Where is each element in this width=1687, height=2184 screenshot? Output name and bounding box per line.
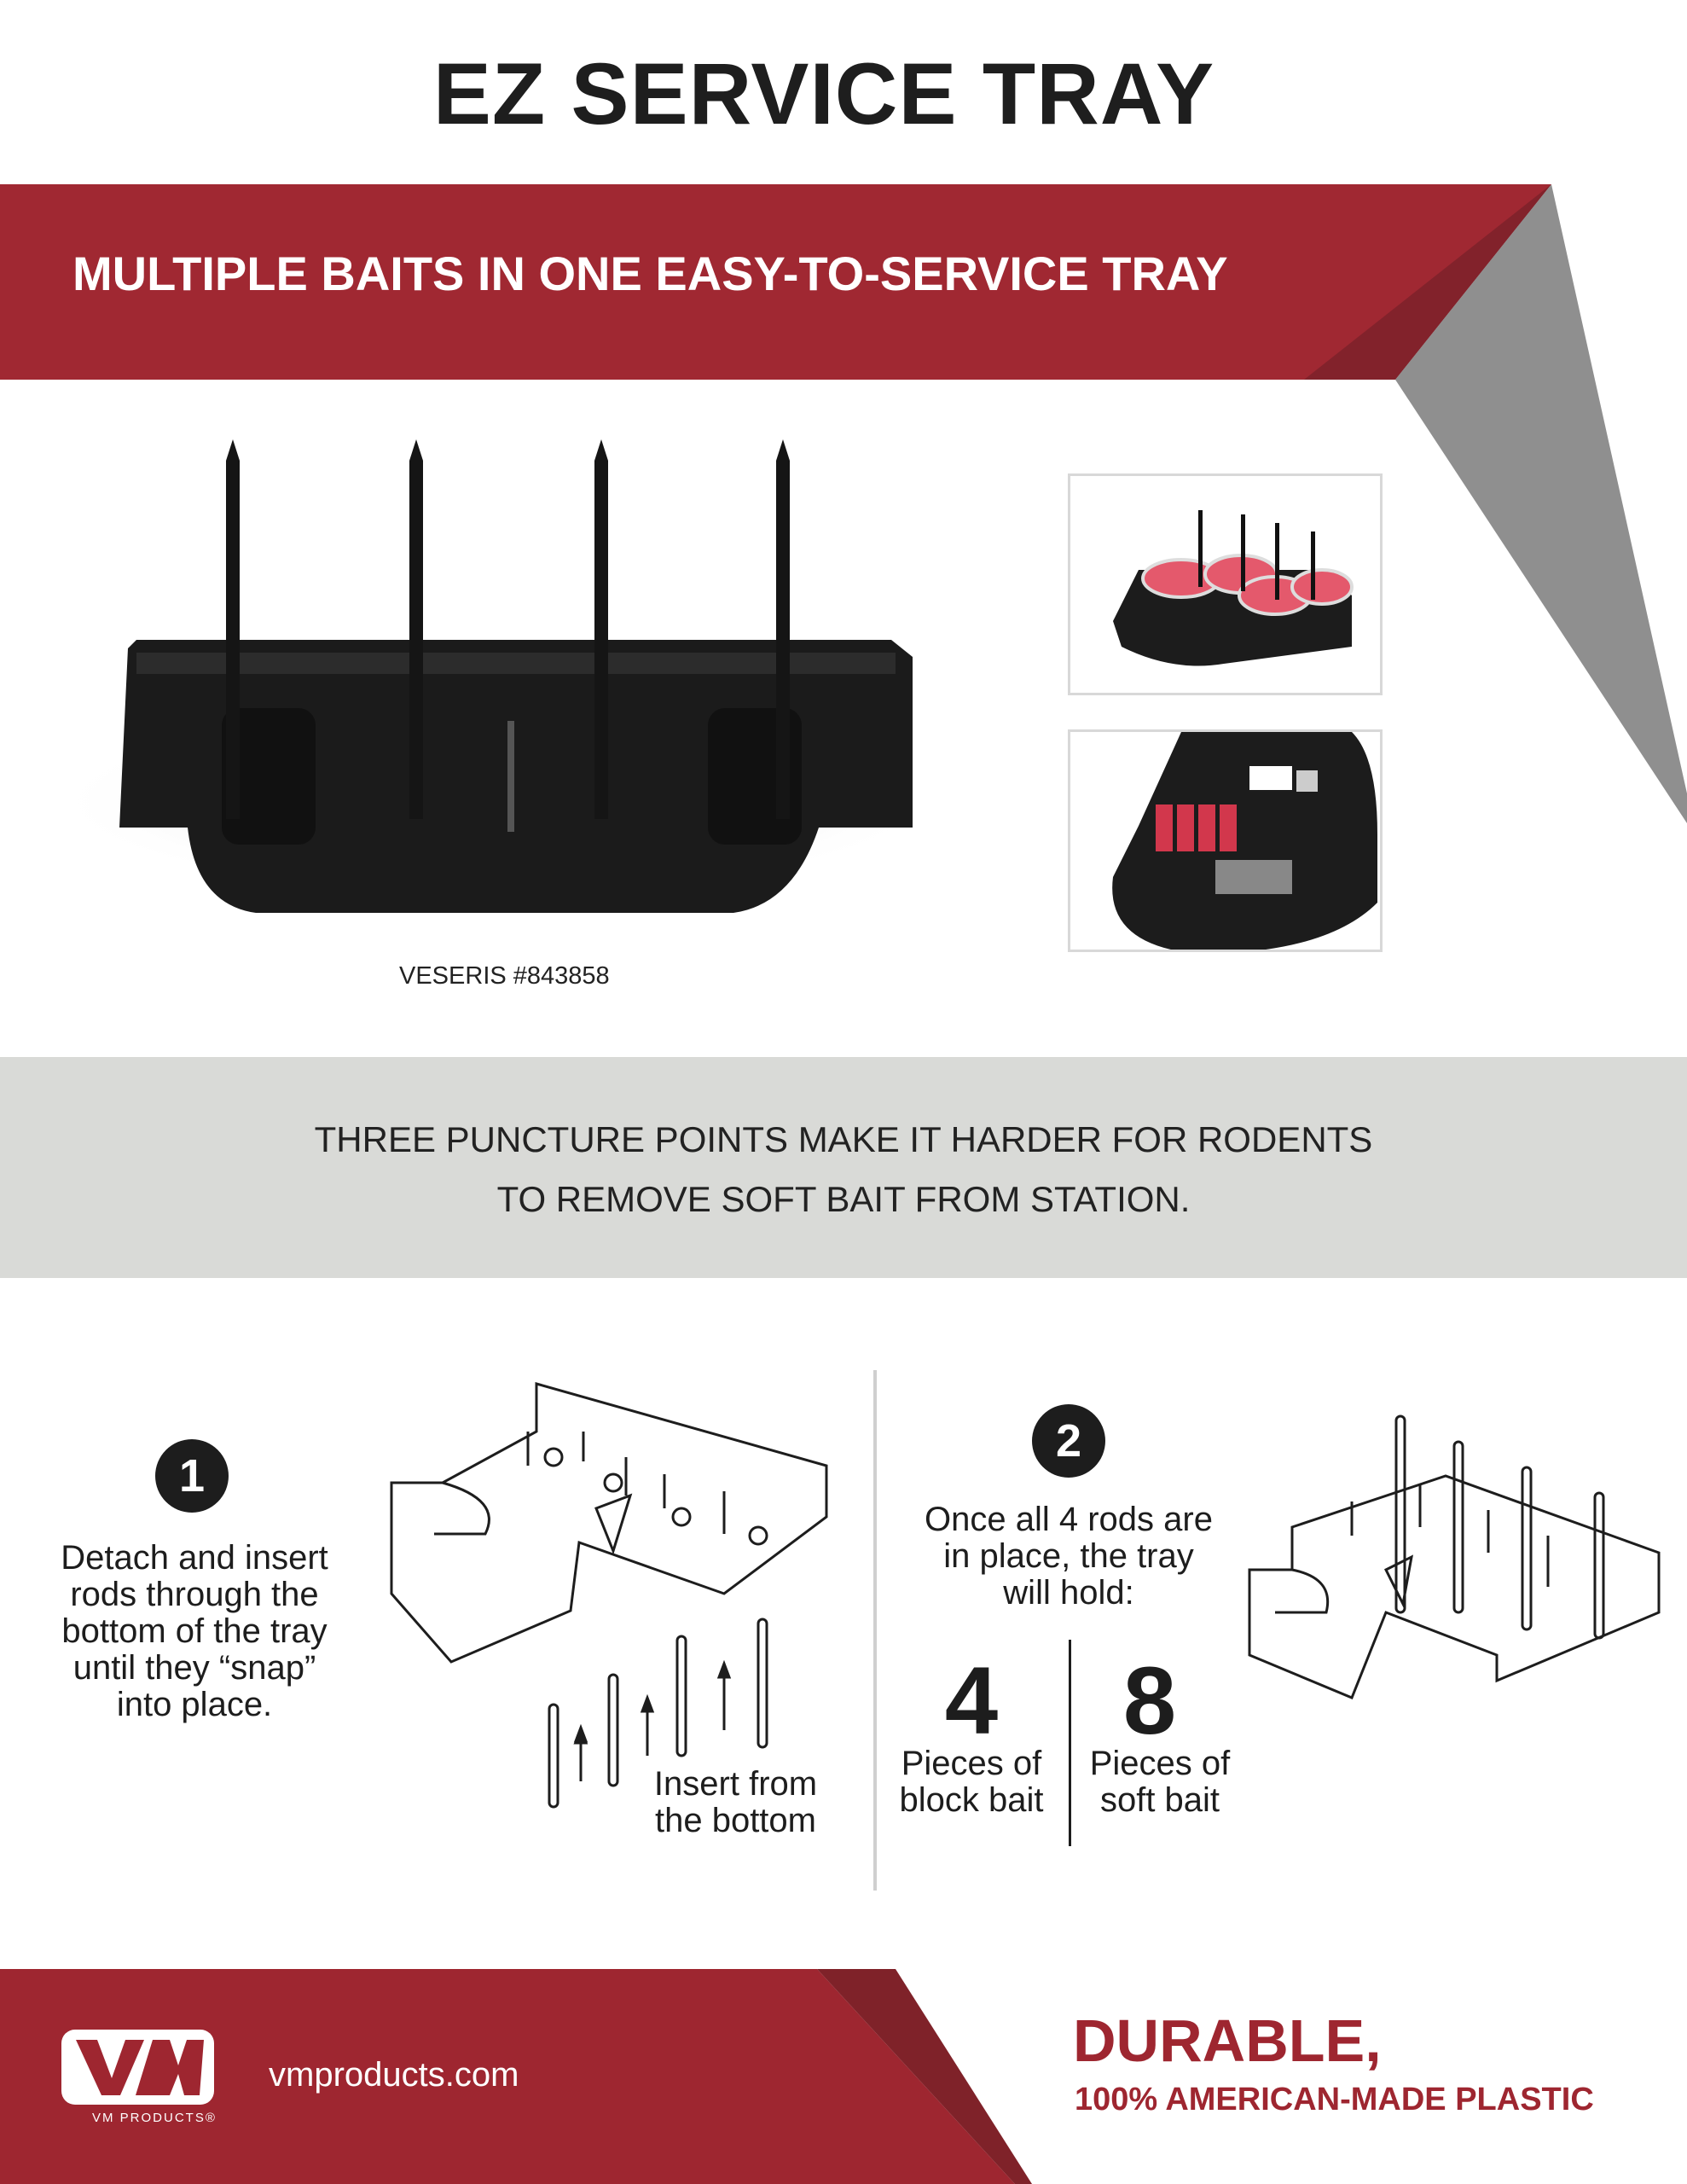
banner-heading: MULTIPLE BAITS IN ONE EASY-TO-SERVICE TR… xyxy=(72,247,1228,300)
page-title: EZ SERVICE TRAY xyxy=(432,45,1215,142)
label-line: soft bait xyxy=(1099,1781,1220,1819)
feature-text-line1: THREE PUNCTURE POINTS MAKE IT HARDER FOR… xyxy=(314,1119,1373,1159)
durable-headline: DURABLE, xyxy=(1073,2007,1382,2074)
step-1-line: until they “snap” xyxy=(72,1649,316,1687)
step-2-line: in place, the tray xyxy=(943,1537,1194,1575)
block-bait-label: Pieces of block bait xyxy=(886,1745,1057,1819)
feature-text-line2: TO REMOVE SOFT BAIT FROM STATION. xyxy=(496,1179,1191,1219)
tray-with-soft-bait-photo xyxy=(1068,473,1383,695)
soft-bait-count: 8 xyxy=(1122,1647,1177,1754)
label-line: Pieces of xyxy=(1089,1745,1231,1782)
block-bait-count: 4 xyxy=(944,1647,999,1754)
label-line: block bait xyxy=(899,1781,1044,1819)
footer-red-panel xyxy=(0,1969,1015,2184)
banner-dark-accent xyxy=(1304,184,1551,380)
label-line: Pieces of xyxy=(901,1745,1042,1782)
footer-dark-accent xyxy=(817,1969,1032,2184)
tray-in-station-photo xyxy=(1068,729,1383,952)
footer-shapes xyxy=(0,1969,1032,2184)
count-divider xyxy=(1069,1640,1071,1846)
vm-products-logo xyxy=(61,2030,214,2105)
step-1-line: Detach and insert xyxy=(61,1539,328,1577)
gray-accent xyxy=(1395,184,1687,823)
step-1-diagram xyxy=(390,1382,828,1809)
step-1-line: bottom of the tray xyxy=(61,1612,328,1650)
american-made-subline: 100% AMERICAN-MADE PLASTIC xyxy=(1075,2082,1594,2117)
diagram-label-line: the bottom xyxy=(654,1802,816,1839)
diagram-label-line: Insert from xyxy=(653,1765,818,1803)
step-2-instructions: Once all 4 rods are in place, the tray w… xyxy=(898,1502,1239,1612)
soft-bait-label: Pieces of soft bait xyxy=(1075,1745,1245,1819)
step-2-line: Once all 4 rods are xyxy=(925,1501,1213,1538)
logo-subtitle: VM PRODUCTS® xyxy=(92,2111,217,2125)
tray-product-image xyxy=(51,439,938,913)
header-shapes xyxy=(0,184,1687,823)
step-1-instructions: Detach and insert rods through the botto… xyxy=(24,1540,365,1723)
feature-band xyxy=(0,1057,1687,1278)
step-1-line: into place. xyxy=(116,1686,273,1723)
website-link[interactable]: vmproducts.com xyxy=(269,2056,519,2094)
step-1-line: rods through the xyxy=(70,1576,319,1613)
step-1-badge: 1 xyxy=(155,1439,229,1513)
step-divider xyxy=(873,1370,877,1891)
red-banner xyxy=(0,184,1551,380)
step-2-line: will hold: xyxy=(1003,1574,1134,1612)
step-2-diagram xyxy=(1248,1414,1661,1699)
product-sku-caption: VESERIS #843858 xyxy=(399,962,610,990)
step-2-badge: 2 xyxy=(1032,1404,1105,1478)
insert-from-bottom-label: Insert from the bottom xyxy=(606,1766,866,1839)
